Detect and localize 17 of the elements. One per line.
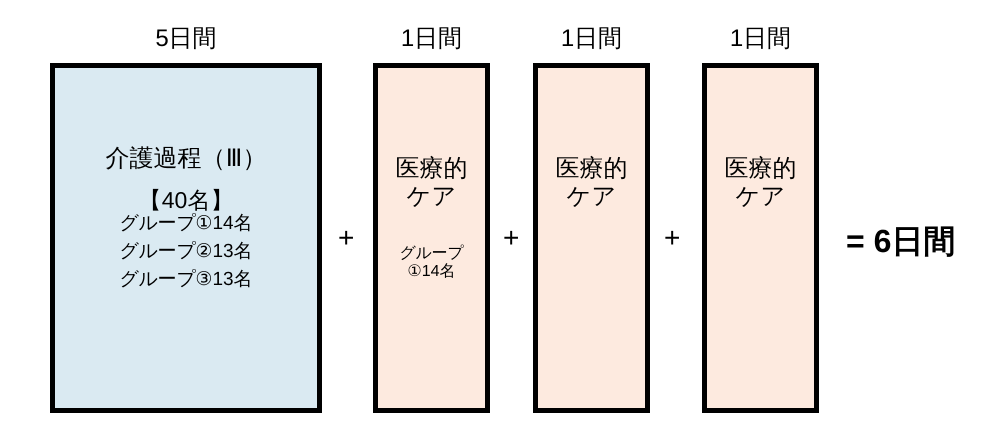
box-title: 医療的ケア	[394, 155, 468, 210]
plus-sign: +	[664, 222, 680, 254]
group-text: グループ①14名	[118, 213, 254, 235]
duration-heading: 1日間	[728, 25, 792, 53]
group-text: グループ①14名	[398, 245, 465, 282]
box-title: 介護過程（Ⅲ）	[104, 145, 268, 173]
group-text: グループ③13名	[118, 269, 254, 291]
duration-heading: 1日間	[560, 25, 624, 53]
group-text: グループ②13名	[118, 241, 254, 263]
box-title: 医療的ケア	[554, 155, 628, 210]
box-title: 医療的ケア	[724, 155, 798, 210]
plus-sign: +	[503, 222, 520, 254]
count-text: 【40名】	[138, 187, 234, 213]
duration-heading: 5日間	[154, 25, 218, 53]
duration-heading: 1日間	[400, 25, 464, 53]
total-text: = 6日間	[846, 222, 956, 261]
plus-sign: +	[338, 222, 354, 254]
